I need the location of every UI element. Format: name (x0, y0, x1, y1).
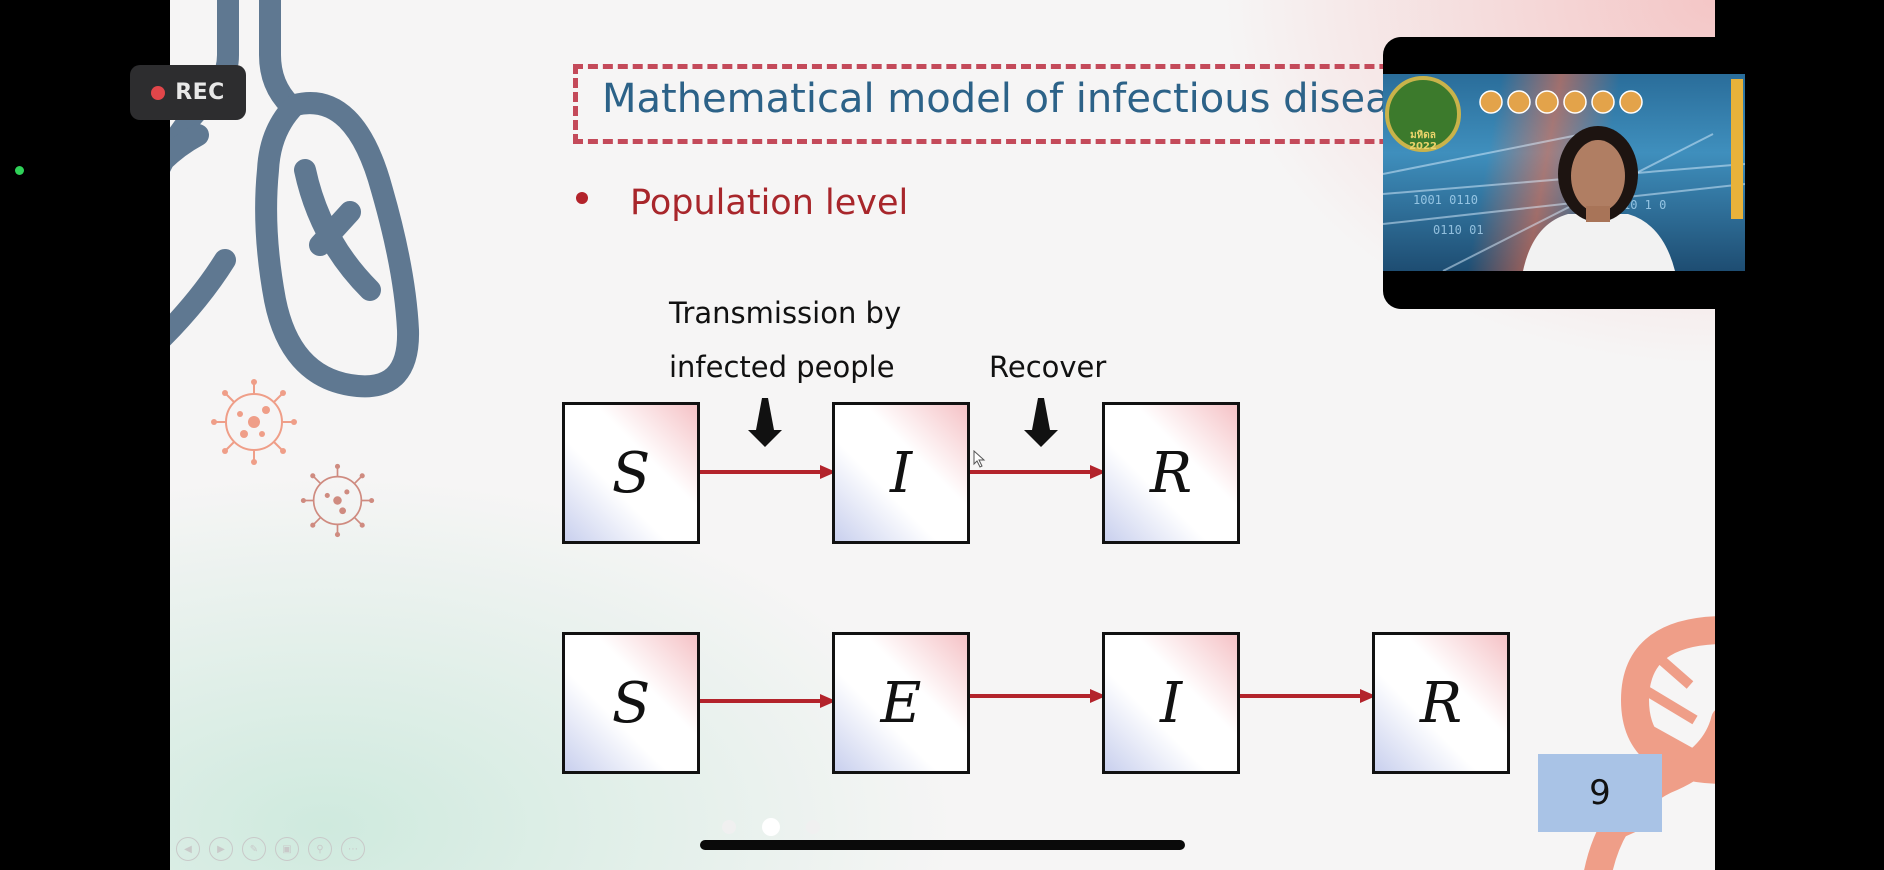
compartment-r: R (1102, 402, 1240, 544)
page-indicator (722, 818, 820, 836)
video-background: 1001 0110 10 1 0 0110 01 (1383, 76, 1745, 271)
record-icon (151, 85, 166, 100)
page-dot[interactable] (722, 820, 736, 834)
presenter-video-tile[interactable]: 1001 0110 10 1 0 0110 01 มหิดล 2022 (1383, 37, 1745, 309)
transmission-label-line1: Transmission by (669, 296, 902, 330)
virus-icon (211, 379, 297, 465)
next-icon[interactable]: ▶ (209, 837, 233, 861)
bullet-marker (576, 192, 588, 204)
bullet-text: Population level (630, 183, 909, 223)
recording-badge[interactable]: REC (130, 65, 246, 120)
compartment-e: E (832, 632, 970, 774)
dna-illustration (1584, 616, 1715, 870)
compartment-arrows (699, 398, 1376, 708)
event-logo (1385, 76, 1461, 152)
compartment-r: R (1372, 632, 1510, 774)
more-icon[interactable]: ⋯ (341, 837, 365, 861)
compartment-i: I (1102, 632, 1240, 774)
svg-text:0110 01: 0110 01 (1433, 223, 1484, 237)
camera-indicator-dot (15, 166, 24, 175)
slides-icon[interactable]: ▣ (275, 837, 299, 861)
pen-icon[interactable]: ✎ (242, 837, 266, 861)
mouse-cursor-icon (973, 450, 986, 468)
recording-label: REC (175, 80, 225, 105)
previous-icon[interactable]: ◀ (176, 837, 200, 861)
svg-text:1001 0110: 1001 0110 (1413, 193, 1478, 207)
page-dot-active[interactable] (762, 818, 780, 836)
page-dot[interactable] (806, 820, 820, 834)
video-feed: 1001 0110 10 1 0 0110 01 (1383, 74, 1745, 271)
zoom-icon[interactable]: ⚲ (308, 837, 332, 861)
compartment-s: S (562, 402, 700, 544)
slide-controls: ◀ ▶ ✎ ▣ ⚲ ⋯ (176, 837, 365, 861)
transmission-label-line2: infected people (669, 350, 895, 384)
annotation-arrows (748, 398, 1058, 447)
home-indicator[interactable] (700, 840, 1185, 850)
svg-text:10 1 0: 10 1 0 (1623, 198, 1666, 212)
compartment-s: S (562, 632, 700, 774)
slide-title: Mathematical model of infectious disease (602, 76, 1436, 122)
slide-page-number: 9 (1538, 754, 1662, 832)
recover-label: Recover (989, 350, 1107, 384)
virus-icon (300, 463, 375, 538)
event-logo-text: มหิดล 2022 (1409, 130, 1437, 152)
compartment-i: I (832, 402, 970, 544)
